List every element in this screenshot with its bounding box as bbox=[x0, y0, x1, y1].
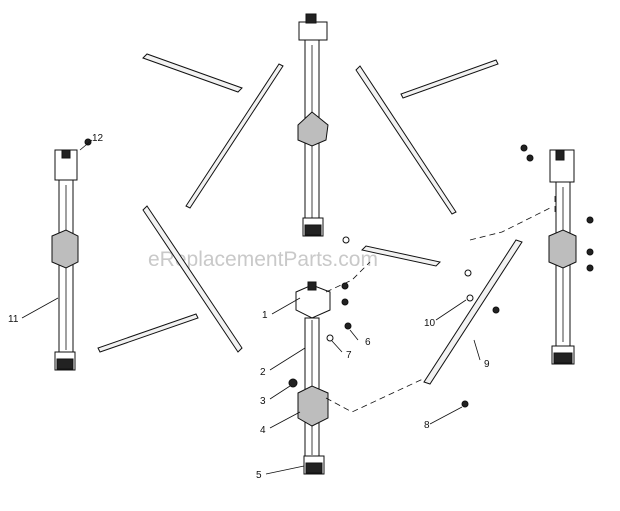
bolt-right bbox=[586, 248, 594, 256]
watermark-text: eReplacementParts.com bbox=[148, 248, 378, 271]
bolt-1 bbox=[341, 298, 349, 306]
rail-top-right-short bbox=[400, 59, 499, 99]
callout-7: 7 bbox=[346, 350, 352, 361]
alignment-lines bbox=[325, 196, 556, 413]
leg-top-bracket bbox=[297, 111, 329, 147]
callout-6: 6 bbox=[365, 337, 371, 348]
bolt-6 bbox=[344, 322, 352, 330]
nut bbox=[464, 269, 472, 277]
callout-1: 1 bbox=[262, 310, 268, 321]
leg-left-bracket bbox=[51, 229, 79, 269]
bolt-8 bbox=[461, 400, 469, 408]
bolt-right bbox=[586, 216, 594, 224]
bolt-right bbox=[586, 264, 594, 272]
callout-4: 4 bbox=[260, 425, 266, 436]
leg-front-center bbox=[295, 281, 331, 475]
callout-11: 11 bbox=[8, 314, 19, 325]
callout-5: 5 bbox=[256, 470, 262, 481]
leg-top-cap-knob bbox=[305, 13, 317, 24]
nut bbox=[342, 236, 350, 244]
rail-top-left-long bbox=[185, 63, 284, 209]
callout-3: 3 bbox=[260, 396, 266, 407]
rail-left-long bbox=[142, 205, 243, 353]
callout-10: 10 bbox=[424, 318, 436, 329]
leg-right bbox=[548, 149, 577, 365]
rail-top-right-long bbox=[355, 65, 457, 215]
leader-lines bbox=[21, 139, 481, 475]
callout-12: 12 bbox=[92, 133, 104, 144]
rail-left-short bbox=[97, 313, 199, 353]
bolt-12 bbox=[84, 138, 92, 146]
bolt bbox=[492, 306, 500, 314]
rail-center-short bbox=[360, 245, 442, 267]
washer bbox=[326, 334, 334, 342]
nut bbox=[466, 294, 474, 302]
callouts: 1 2 3 4 5 6 7 8 9 10 11 12 bbox=[8, 133, 490, 481]
hardware bbox=[84, 138, 594, 408]
leg-top-center bbox=[297, 13, 329, 237]
callout-2: 2 bbox=[260, 367, 266, 378]
bolt-1 bbox=[341, 282, 349, 290]
bolt-right bbox=[520, 144, 528, 152]
rail-right-long bbox=[423, 239, 523, 385]
callout-9: 9 bbox=[484, 359, 490, 370]
callout-8: 8 bbox=[424, 420, 430, 431]
leg-front-bracket bbox=[297, 385, 329, 427]
side-rails bbox=[97, 53, 523, 385]
leg-right-bracket bbox=[548, 229, 577, 269]
leg-top-cap bbox=[298, 21, 328, 41]
bolt-right bbox=[526, 154, 534, 162]
rail-top-left-short bbox=[142, 53, 243, 93]
leg-left bbox=[51, 149, 79, 371]
nut-3 bbox=[288, 378, 298, 388]
